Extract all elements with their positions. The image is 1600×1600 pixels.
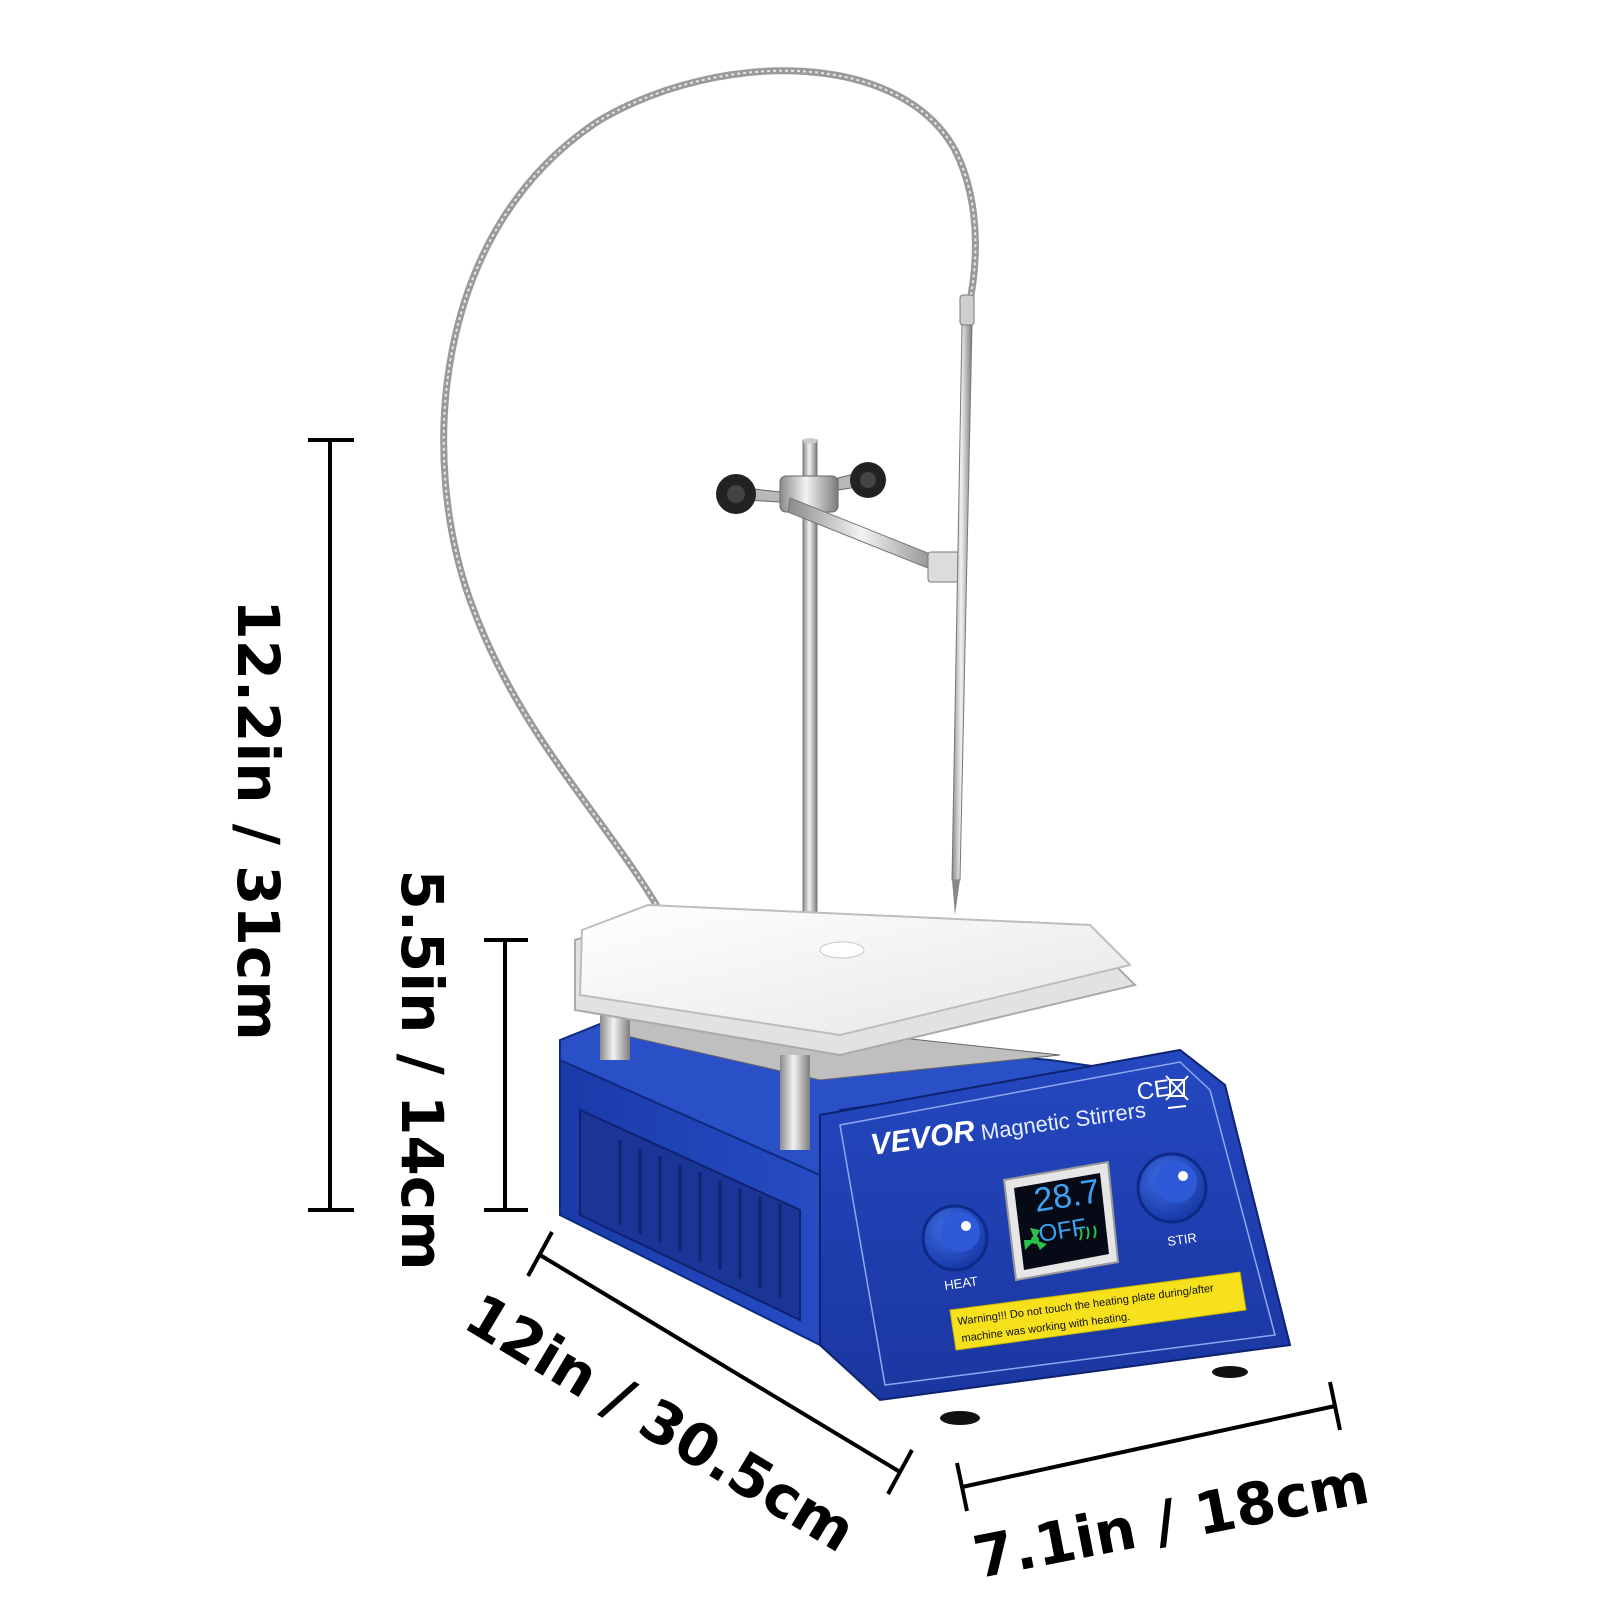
clamp	[716, 462, 967, 583]
dimension-base-height: 5.5in / 14cm	[388, 869, 528, 1271]
warning-label	[949, 1271, 1247, 1351]
dimension-width: 7.1in / 18cm	[955, 1381, 1375, 1592]
weee-bin-icon	[1165, 1075, 1189, 1109]
heat-indicator-icon	[1079, 1225, 1097, 1241]
heat-knob-label: HEAT	[943, 1273, 979, 1293]
base-height-label: 5.5in / 14cm	[388, 869, 456, 1270]
temperature-probe	[951, 294, 975, 915]
stir-knob-label: STIR	[1166, 1230, 1197, 1249]
probe-cable	[440, 67, 979, 929]
dimension-total-height: 12.2in / 31cm	[224, 438, 354, 1212]
fan-icon	[1024, 1228, 1047, 1250]
width-label: 7.1in / 18cm	[968, 1449, 1375, 1592]
vent-grille	[618, 1140, 782, 1297]
heat-knob[interactable]	[921, 1204, 989, 1272]
heating-plate	[574, 903, 1137, 1057]
stir-knob[interactable]	[1136, 1152, 1208, 1224]
stir-bar-icon	[819, 941, 865, 959]
ce-mark: CE	[1135, 1075, 1172, 1106]
lcd-display	[1014, 1173, 1109, 1270]
total-height-label: 12.2in / 31cm	[224, 599, 292, 1040]
